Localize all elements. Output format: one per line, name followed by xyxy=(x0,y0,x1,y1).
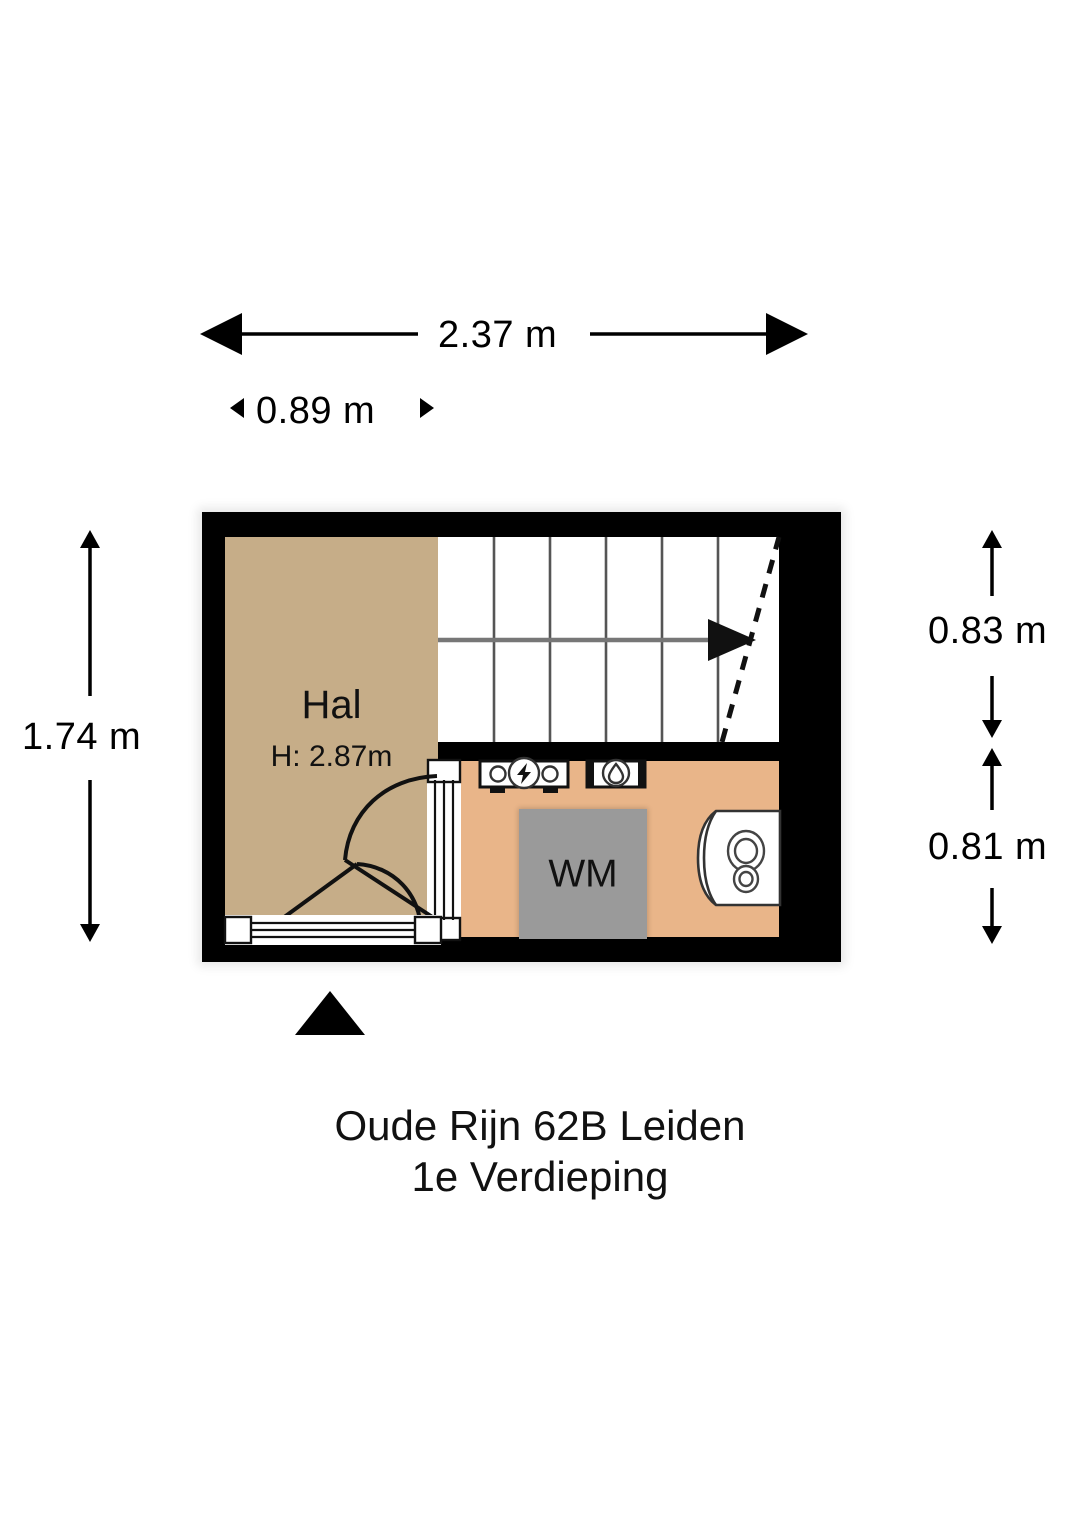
title-block: Oude Rijn 62B Leiden 1e Verdieping xyxy=(0,1100,1080,1202)
room-hal-height-label: H: 2.87m xyxy=(270,740,393,773)
electric-meter-icon xyxy=(478,756,570,793)
stair-direction-arrow xyxy=(438,619,756,661)
door-swing-arcs xyxy=(259,774,439,936)
dimension-top-inner xyxy=(230,398,434,418)
toilet-icon xyxy=(696,809,782,907)
dimension-right-lower-label: 0.81 m xyxy=(928,826,1048,868)
room-hal-label: Hal xyxy=(301,683,362,727)
floorplan-walls: Hal H: 2.87m WM xyxy=(202,512,841,962)
dimension-right-upper xyxy=(982,530,1002,738)
title-floor: 1e Verdieping xyxy=(411,1153,669,1201)
title-address: Oude Rijn 62B Leiden xyxy=(334,1102,746,1149)
dimension-right-upper-label: 0.83 m xyxy=(928,610,1048,652)
dimension-top-overall xyxy=(200,313,808,355)
stair-treads xyxy=(438,536,782,743)
dimension-top-inner-label: 0.89 m xyxy=(256,390,376,432)
washing-machine[interactable]: WM xyxy=(519,809,647,939)
water-meter-icon xyxy=(585,758,647,789)
dimension-left-overall xyxy=(80,530,100,942)
room-hal[interactable]: Hal H: 2.87m xyxy=(225,537,438,937)
washing-machine-label: WM xyxy=(548,852,618,896)
dimension-top-overall-label: 2.37 m xyxy=(438,314,558,356)
north-marker-triangle-icon xyxy=(295,991,365,1035)
entrance-door[interactable] xyxy=(223,915,443,945)
dimension-right-lower xyxy=(982,748,1002,944)
dimension-left-overall-label: 1.74 m xyxy=(22,716,142,758)
